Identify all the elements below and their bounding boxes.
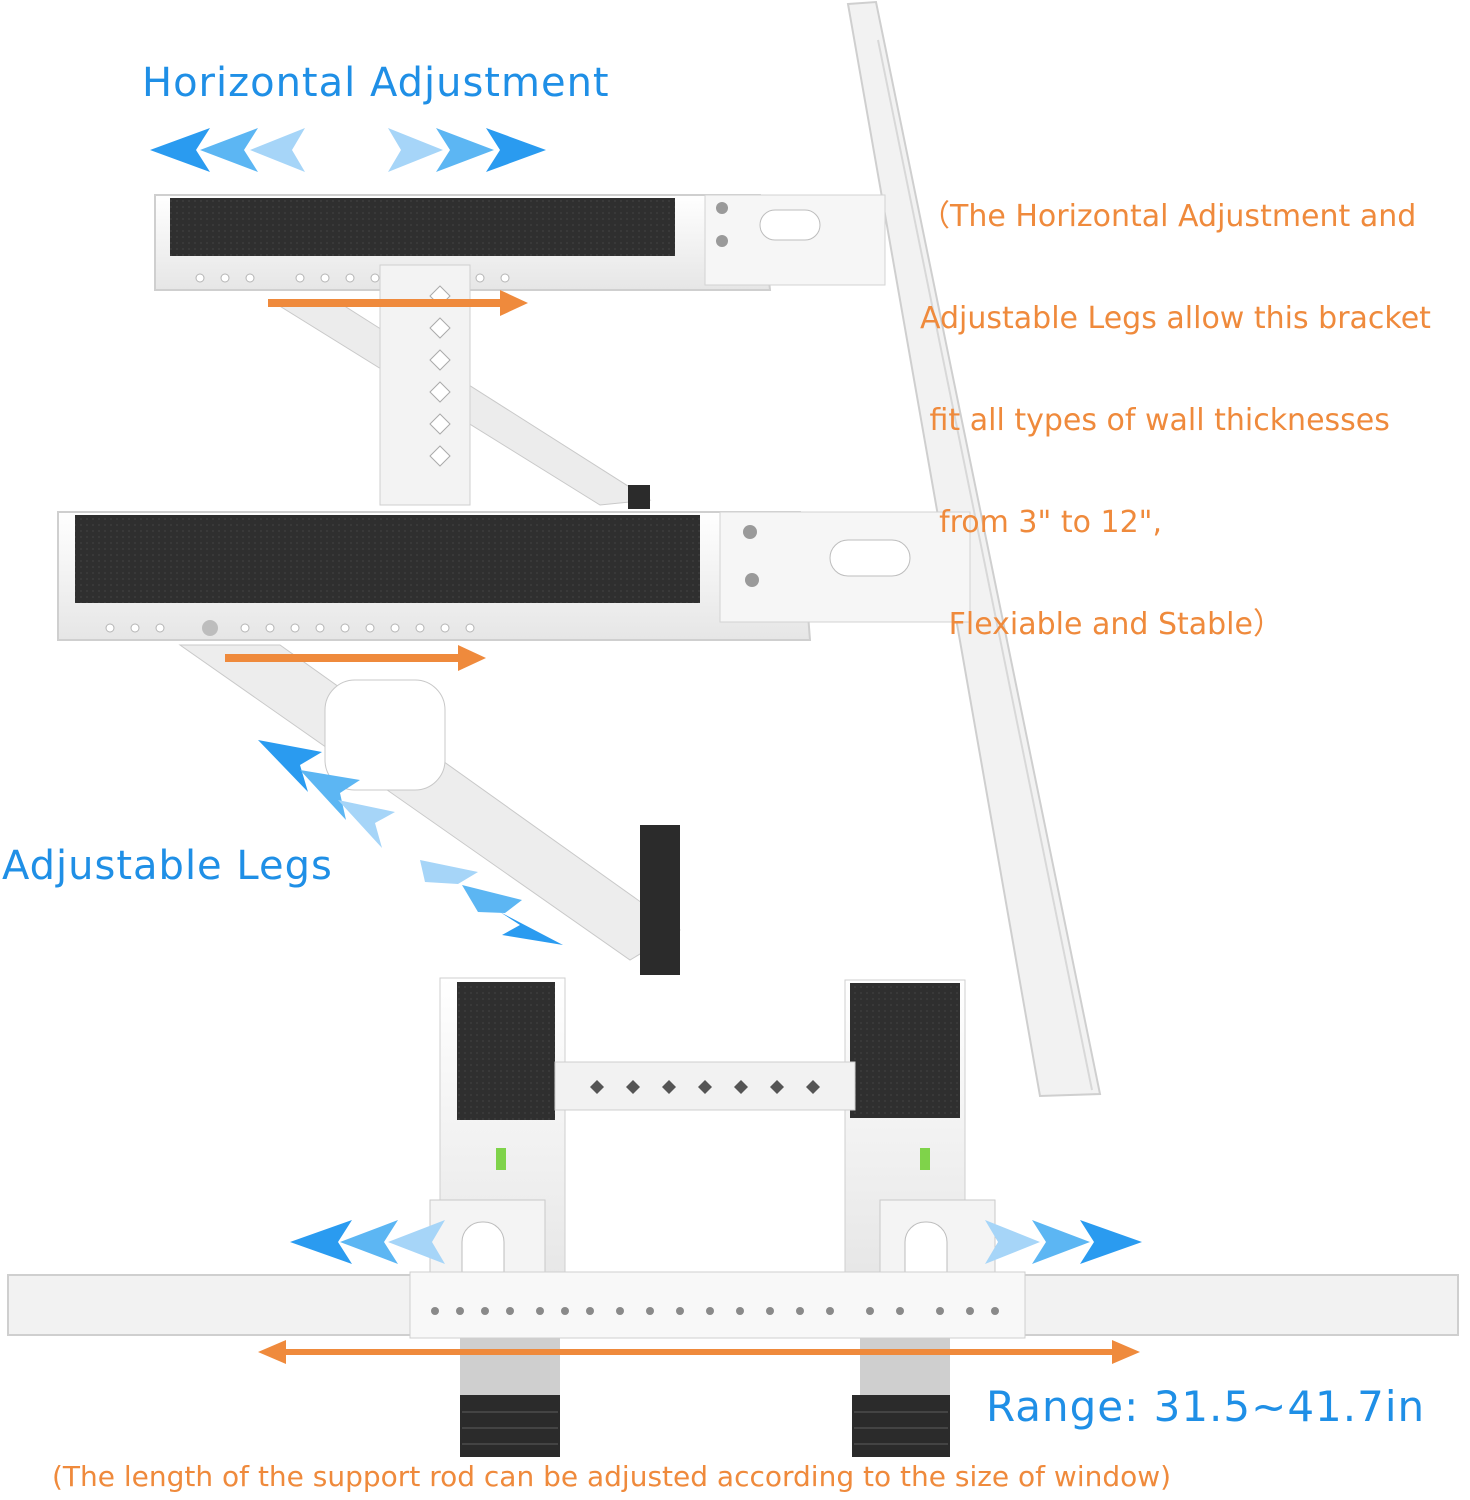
bottom-assembly bbox=[7, 977, 1459, 1457]
wall-note-line: Adjustable Legs allow this bracket bbox=[920, 301, 1431, 336]
wall-note-line: fit all types of wall thicknesses bbox=[920, 403, 1390, 438]
rod-length-note: (The length of the support rod can be ad… bbox=[52, 1460, 1172, 1493]
orange-direction-arrows bbox=[225, 290, 1140, 1364]
upper-arm-bottom bbox=[57, 511, 971, 975]
wall-thickness-note: （The Horizontal Adjustment and Adjustabl… bbox=[920, 132, 1431, 676]
vertical-support-rod bbox=[846, 0, 1102, 1098]
horizontal-adjustment-arrows bbox=[150, 128, 546, 172]
horizontal-adjustment-label: Horizontal Adjustment bbox=[142, 60, 610, 106]
adjustable-legs-label: Adjustable Legs bbox=[2, 843, 333, 889]
upper-arm-top bbox=[154, 194, 886, 509]
wall-note-line: Flexiable and Stable） bbox=[920, 607, 1283, 642]
wall-note-line: from 3" to 12", bbox=[920, 505, 1163, 540]
adjustable-legs-arrows bbox=[258, 740, 563, 945]
wall-note-line: （The Horizontal Adjustment and bbox=[920, 199, 1417, 234]
range-label: Range: 31.5~41.7in bbox=[986, 1382, 1426, 1431]
rod-adjustment-arrows bbox=[290, 1220, 1142, 1264]
